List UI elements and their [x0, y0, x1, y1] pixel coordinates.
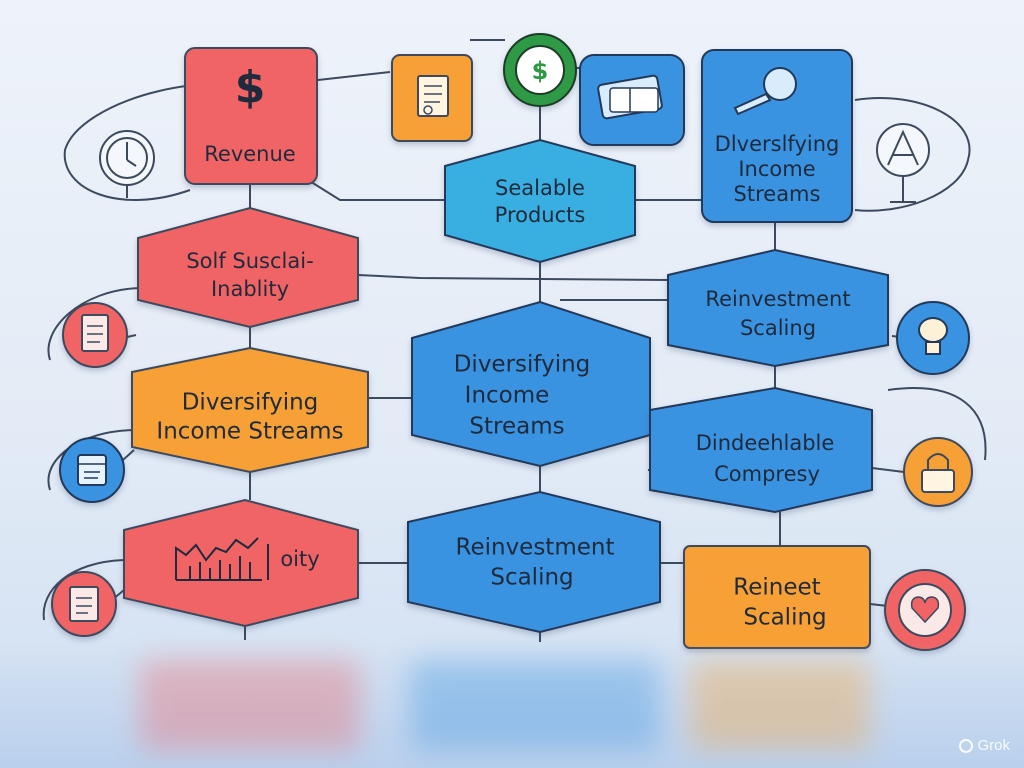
sustainability-node: Solf Susclai- Inablity — [137, 206, 359, 329]
notes-icon — [391, 54, 473, 142]
sustainability-line-2: Inablity — [211, 277, 289, 301]
revenue-label: Revenue — [204, 142, 295, 166]
line-chart-icon — [175, 537, 269, 581]
reinvest-center-line-2: Scaling — [490, 565, 573, 591]
chart-node: oity — [123, 498, 359, 628]
watermark-text: Grok — [977, 737, 1010, 754]
heart-icon — [884, 569, 966, 651]
reineet-line-2: Scaling — [743, 605, 826, 631]
scalable-line-1: Sealable — [495, 176, 585, 200]
reinvest-right-line-2: Scaling — [740, 316, 816, 340]
calendar-icon — [59, 437, 125, 503]
cash-stack-icon — [579, 54, 685, 146]
compass-icon — [876, 123, 930, 203]
reinvestment-right-node: Reinvestment Scaling — [667, 248, 889, 368]
chart-node-label: oity — [280, 547, 319, 571]
reflection-red — [140, 660, 360, 750]
sustainability-line-1: Solf Susclai- — [186, 249, 313, 273]
connector — [887, 387, 987, 461]
reineet-node: Reineet Scaling — [683, 545, 871, 649]
connector — [854, 97, 971, 212]
money-icon: $ — [503, 33, 577, 107]
connector — [871, 467, 905, 473]
scalable-line-2: Products — [495, 203, 586, 227]
div-right-line-3: Streams — [734, 182, 821, 206]
div-center-line-2: Income — [465, 383, 550, 409]
reineet-line-1: Reineet — [733, 575, 820, 601]
diversifying-right-node: Dlverslfying Income Streams — [701, 49, 853, 223]
dindeehlable-node: Dindeehlable Compresy — [649, 386, 873, 514]
connector — [47, 287, 141, 361]
div-center-line-3: Streams — [469, 414, 564, 440]
reinvestment-center-node: Reinvestment Scaling — [407, 490, 661, 634]
reflection-orange — [690, 660, 870, 750]
dollar-icon: $ — [235, 62, 266, 113]
money-icon-glyph: $ — [532, 57, 549, 85]
reinvest-center-line-1: Reinvestment — [456, 535, 615, 561]
lock-icon — [903, 437, 973, 507]
reflection-blue — [410, 660, 660, 750]
diversifying-center-node: Diversifying Income Streams — [411, 300, 651, 468]
connector — [299, 174, 445, 201]
diversifying-left-node: Diversifying Income Streams — [131, 346, 369, 474]
lightbulb-icon — [896, 301, 970, 375]
dindeeh-line-2: Compresy — [714, 462, 820, 486]
dindeeh-line-1: Dindeehlable — [696, 431, 835, 455]
reinvest-right-line-1: Reinvestment — [705, 287, 850, 311]
div-center-line-1: Diversifying — [454, 352, 591, 378]
receipt-icon — [51, 571, 117, 637]
div-left-line-2: Income Streams — [156, 419, 343, 445]
clock-icon — [99, 130, 155, 198]
magnifier-icon — [733, 67, 797, 116]
watermark: Grok — [959, 737, 1010, 754]
revenue-node: $ Revenue — [184, 47, 318, 185]
div-left-line-1: Diversifying — [182, 390, 319, 416]
document-icon — [62, 302, 128, 368]
div-right-line-2: Income — [738, 157, 815, 181]
div-right-line-1: Dlverslfying — [715, 132, 840, 156]
connector — [357, 274, 669, 281]
grok-logo-icon — [959, 738, 974, 753]
connectors — [42, 39, 987, 642]
scalable-products-node: Sealable Products — [444, 138, 636, 264]
floor-reflection — [0, 640, 1024, 768]
